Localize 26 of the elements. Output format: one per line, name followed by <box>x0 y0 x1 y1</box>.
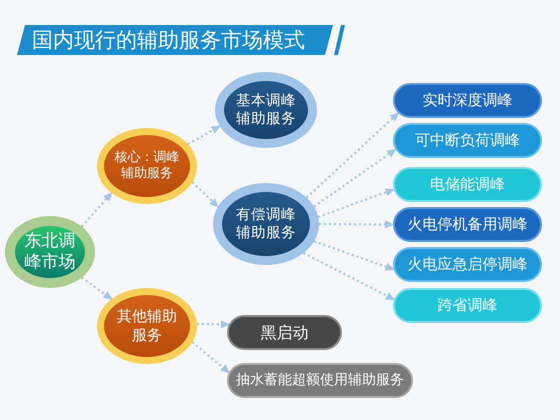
arrow <box>313 148 396 208</box>
arrow <box>192 181 219 208</box>
pill-node: 可中断负荷调峰 <box>393 123 542 158</box>
pill-node: 火电停机备用调峰 <box>393 207 542 242</box>
pill-node: 抽水蓄能超额使用辅助服务 <box>227 363 413 398</box>
arrow <box>318 188 394 218</box>
ellipse-node: 东北调峰市场 <box>5 216 95 288</box>
arrow <box>192 341 230 374</box>
ellipse-node: 有偿调峰辅助服务 <box>213 183 319 265</box>
ellipse-node: 基本调峰辅助服务 <box>215 72 317 148</box>
arrow <box>319 220 394 228</box>
pill-node: 实时深度调峰 <box>393 83 542 118</box>
pill-node: 黑启动 <box>227 315 342 350</box>
arrow <box>306 112 400 198</box>
arrow <box>80 192 112 228</box>
arrow <box>303 252 395 300</box>
ellipse-node: 其他辅助服务 <box>97 288 197 364</box>
ellipse-node: 核心：调峰辅助服务 <box>97 128 197 204</box>
arrow <box>81 276 112 300</box>
pill-node: 火电应急启停调峰 <box>393 247 542 282</box>
pill-node: 跨省调峰 <box>393 288 542 323</box>
arrow <box>196 320 230 328</box>
pill-node: 电储能调峰 <box>393 167 542 202</box>
title-banner: 国内现行的辅助服务市场模式 <box>17 25 333 55</box>
arrow <box>187 125 220 146</box>
arrow <box>314 240 394 271</box>
